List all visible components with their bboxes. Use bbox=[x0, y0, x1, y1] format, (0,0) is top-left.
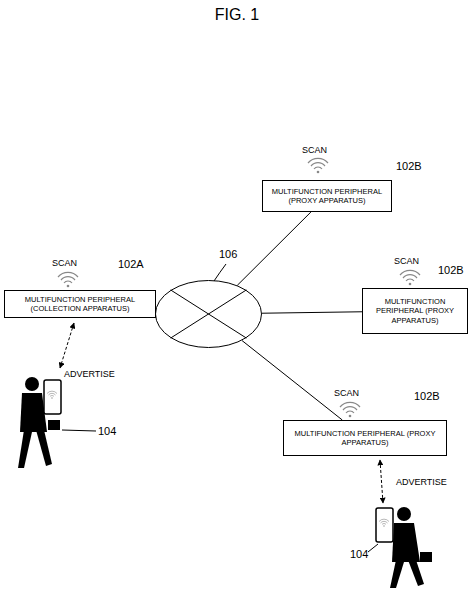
signal-label: SCAN bbox=[334, 388, 359, 398]
box-text: MULTIFUNCTION PERIPHERAL (PROXY APPARATU… bbox=[366, 297, 464, 325]
leader-line bbox=[214, 264, 226, 281]
scan-signal bbox=[400, 270, 420, 285]
peripheral-box: MULTIFUNCTION PERIPHERAL (COLLECTION APP… bbox=[4, 290, 156, 318]
signal-label: ADVERTISE bbox=[64, 369, 115, 379]
person-figure bbox=[18, 377, 61, 468]
callout-number: 104 bbox=[350, 548, 368, 560]
signal-label: SCAN bbox=[394, 256, 419, 266]
callout-number: 102B bbox=[414, 390, 440, 402]
scan-signal bbox=[340, 402, 360, 417]
scan-signal bbox=[58, 272, 78, 287]
signal-label: SCAN bbox=[302, 145, 327, 155]
box-text: MULTIFUNCTION PERIPHERAL (COLLECTION APP… bbox=[8, 295, 152, 314]
callout-number: 102B bbox=[438, 264, 464, 276]
advertise-arrow bbox=[60, 323, 74, 368]
callout-number: 102B bbox=[396, 160, 422, 172]
signal-label: ADVERTISE bbox=[396, 477, 447, 487]
leader-line bbox=[62, 430, 96, 431]
leader-line bbox=[368, 544, 378, 552]
network-outline bbox=[155, 280, 262, 348]
box-text: MULTIFUNCTION PERIPHERAL (PROXY APPARATU… bbox=[287, 429, 443, 448]
advertise-arrow bbox=[380, 460, 383, 503]
peripheral-box: MULTIFUNCTION PERIPHERAL (PROXY APPARATU… bbox=[262, 180, 392, 212]
network-link bbox=[262, 312, 362, 313]
signal-label: SCAN bbox=[52, 258, 77, 268]
figure-title: FIG. 1 bbox=[0, 6, 474, 24]
peripheral-box: MULTIFUNCTION PERIPHERAL (PROXY APPARATU… bbox=[283, 420, 447, 456]
network-link bbox=[242, 341, 342, 420]
network-link bbox=[237, 212, 311, 285]
box-text: MULTIFUNCTION PERIPHERAL (PROXY APPARATU… bbox=[266, 187, 388, 206]
callout-number: 104 bbox=[98, 425, 116, 437]
person-figure bbox=[376, 507, 432, 588]
network-ellipse: 106 bbox=[155, 280, 262, 348]
scan-signal bbox=[308, 158, 328, 173]
peripheral-box: MULTIFUNCTION PERIPHERAL (PROXY APPARATU… bbox=[362, 288, 468, 334]
callout-number: 102A bbox=[118, 258, 144, 270]
callout-number: 106 bbox=[219, 248, 237, 260]
